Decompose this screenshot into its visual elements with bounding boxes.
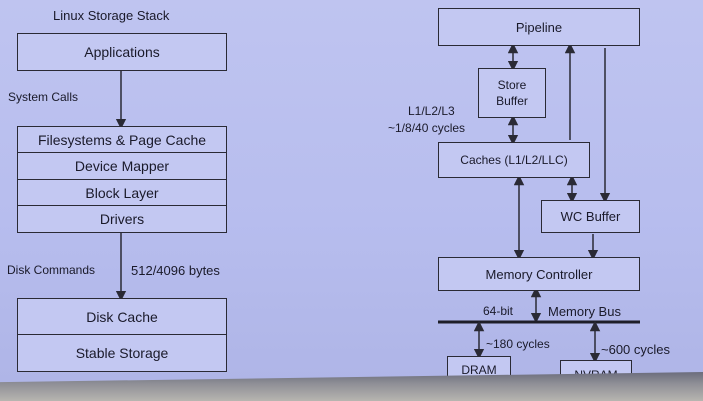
- disk-commands-label: Disk Commands: [7, 263, 96, 277]
- store-buffer-box: Store Buffer: [478, 68, 546, 118]
- latency-label-2: ~1/8/40 cycles: [388, 121, 466, 135]
- memory-controller-label: Memory Controller: [485, 266, 593, 282]
- latency-label-1: L1/L2/L3: [408, 104, 455, 118]
- memory-controller-box: Memory Controller: [438, 257, 640, 291]
- dram-latency-label: ~180 cycles: [486, 337, 550, 351]
- applications-box: Applications: [17, 33, 227, 71]
- disk-cache-label: Disk Cache: [86, 308, 158, 325]
- wc-buffer-box: WC Buffer: [541, 200, 640, 233]
- filesystems-box: Filesystems & Page Cache: [17, 126, 227, 153]
- stable-storage-label: Stable Storage: [75, 345, 169, 361]
- block-layer-label: Block Layer: [85, 184, 159, 201]
- device-mapper-label: Device Mapper: [74, 158, 170, 174]
- caches-label: Caches (L1/L2/LLC): [460, 153, 568, 167]
- nvram-latency-label: ~600 cycles: [601, 342, 671, 357]
- drivers-label: Drivers: [99, 211, 145, 227]
- wc-buffer-label: WC Buffer: [560, 209, 621, 224]
- device-mapper-box: Device Mapper: [17, 153, 227, 180]
- drivers-box: Drivers: [17, 206, 227, 233]
- system-calls-label: System Calls: [8, 90, 79, 104]
- block-layer-box: Block Layer: [17, 180, 227, 206]
- applications-label: Applications: [84, 44, 160, 60]
- disk-cache-box: Disk Cache: [17, 298, 227, 335]
- filesystems-label: Filesystems & Page Cache: [37, 131, 207, 148]
- stable-storage-box: Stable Storage: [17, 335, 227, 372]
- memory-bus-label: Memory Bus: [548, 304, 621, 319]
- pipeline-label: Pipeline: [515, 19, 563, 35]
- caches-box: Caches (L1/L2/LLC): [438, 142, 590, 178]
- stack-title: Linux Storage Stack: [53, 8, 170, 23]
- pipeline-box: Pipeline: [438, 8, 640, 46]
- dram-label: DRAM: [461, 363, 497, 377]
- store-buffer-label-1: Store: [497, 78, 527, 92]
- store-buffer-label-2: Buffer: [496, 94, 528, 108]
- disk-bytes-label: 512/4096 bytes: [131, 263, 220, 278]
- bus-width-label: 64-bit: [483, 304, 514, 318]
